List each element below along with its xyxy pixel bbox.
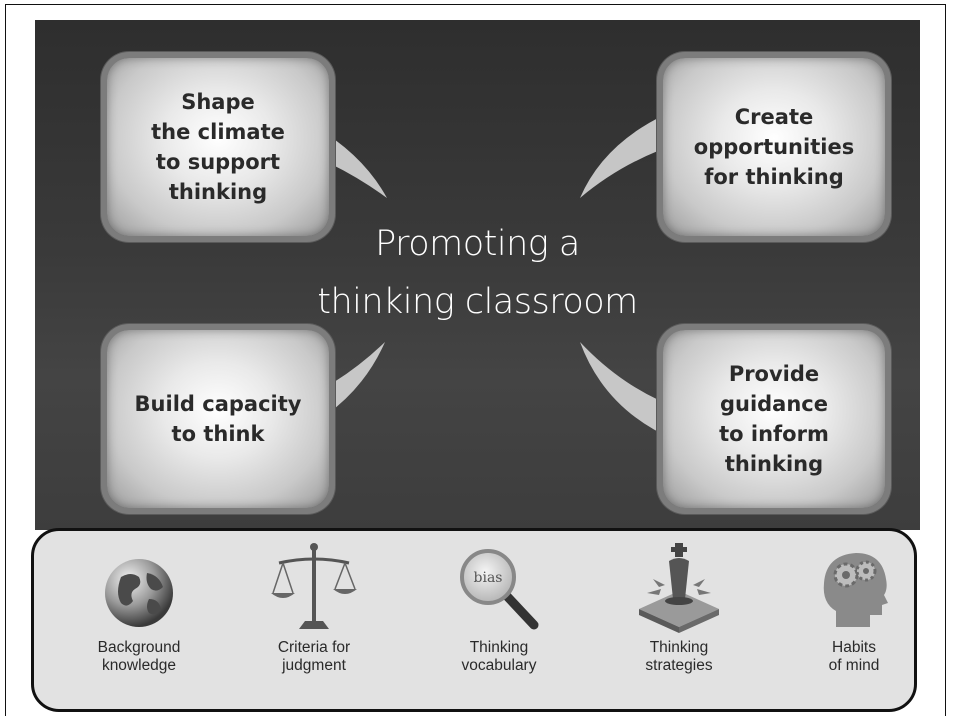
- tool-label: Thinking strategies: [645, 639, 713, 674]
- tools-bar: Background knowledge Criteria for judgme…: [31, 528, 917, 712]
- box-provide-guidance-label: Provide guidance to inform thinking: [719, 362, 829, 476]
- box-create-opportunities-label: Create opportunities for thinking: [693, 105, 855, 189]
- magnifier-text: bias: [474, 570, 503, 586]
- tool-background-knowledge: Background knowledge: [64, 553, 214, 675]
- diagram-panel: Shape the climate to support thinking Cr…: [35, 20, 920, 530]
- head-gears-icon: [823, 553, 888, 627]
- chess-king-icon: [639, 543, 719, 633]
- connector-bottom-right: [580, 342, 683, 440]
- tool-thinking-strategies: Thinking strategies: [604, 539, 754, 675]
- globe-icon: [105, 559, 173, 627]
- connector-top-right: [580, 110, 683, 198]
- tool-label: Criteria for judgment: [277, 639, 351, 674]
- tool-habits-of-mind: Habits of mind: [779, 545, 929, 675]
- center-title: Promoting a thinking classroom: [317, 224, 638, 322]
- box-build-capacity-label: Build capacity to think: [134, 392, 302, 446]
- box-provide-guidance: Provide guidance to inform thinking: [663, 330, 885, 508]
- box-shape-climate-label: Shape the climate to support thinking: [151, 90, 285, 204]
- box-shape-climate: Shape the climate to support thinking: [107, 58, 329, 236]
- box-create-opportunities: Create opportunities for thinking: [663, 58, 885, 236]
- outer-frame: [5, 4, 946, 716]
- tool-criteria-for-judgment: Criteria for judgment: [239, 541, 389, 675]
- tool-label: Thinking vocabulary: [461, 639, 537, 674]
- box-build-capacity: Build capacity to think: [107, 330, 329, 508]
- magnifier-icon: bias: [460, 549, 539, 630]
- tool-thinking-vocabulary: bias Thinking vocabulary: [424, 543, 574, 675]
- tool-label: Habits of mind: [828, 639, 880, 674]
- tool-label: Background knowledge: [97, 639, 181, 674]
- scales-icon: [271, 543, 357, 629]
